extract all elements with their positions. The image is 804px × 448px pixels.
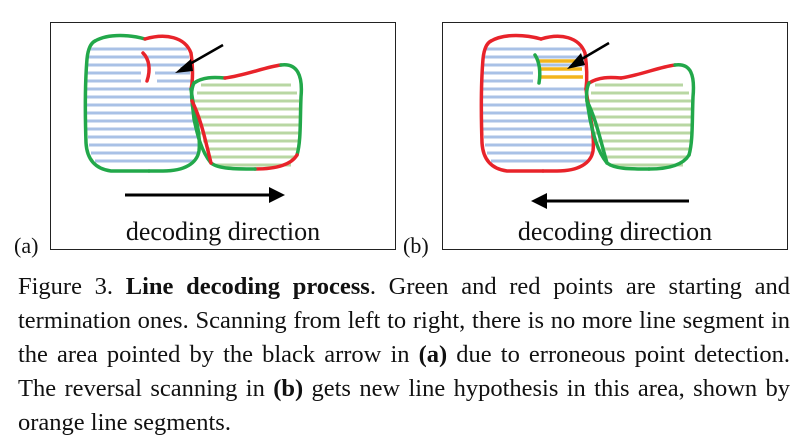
caption-text-3: gets new line hypothesis in this area, s…	[18, 375, 790, 436]
blue-region-hatching	[482, 47, 592, 163]
panel-a-direction-label: decoding direction	[125, 217, 321, 246]
panel-a-diagram	[83, 33, 304, 203]
black-arrow	[175, 43, 224, 73]
caption-ref-b: (b)	[273, 375, 304, 402]
green-region-hatching	[194, 83, 300, 167]
direction-arrow-right	[125, 187, 285, 203]
panel-a: decoding direction	[50, 22, 396, 250]
blue-region-hatching	[86, 47, 199, 163]
caption-text-2: due to erroneous point detection. The re…	[18, 341, 790, 402]
caption-title: Line decoding process	[125, 273, 370, 300]
panel-b-diagram	[479, 33, 696, 209]
panel-b: decoding direction	[442, 22, 788, 250]
panel-a-label: (a)	[14, 233, 39, 258]
black-arrow	[567, 41, 610, 69]
green-region-outline	[584, 63, 696, 171]
panel-b-label: (b)	[403, 233, 429, 258]
figure-caption: Figure 3. Line decoding process. Green a…	[18, 270, 790, 440]
panel-b-direction-label: decoding direction	[517, 217, 713, 246]
caption-text-1: . Green and red points are starting and …	[18, 273, 790, 368]
caption-figure-number: Figure 3.	[18, 273, 114, 300]
blue-region-outline	[479, 33, 596, 173]
direction-arrow-left	[531, 193, 689, 209]
green-region-outline	[189, 63, 304, 171]
caption-ref-a: (a)	[418, 341, 448, 368]
